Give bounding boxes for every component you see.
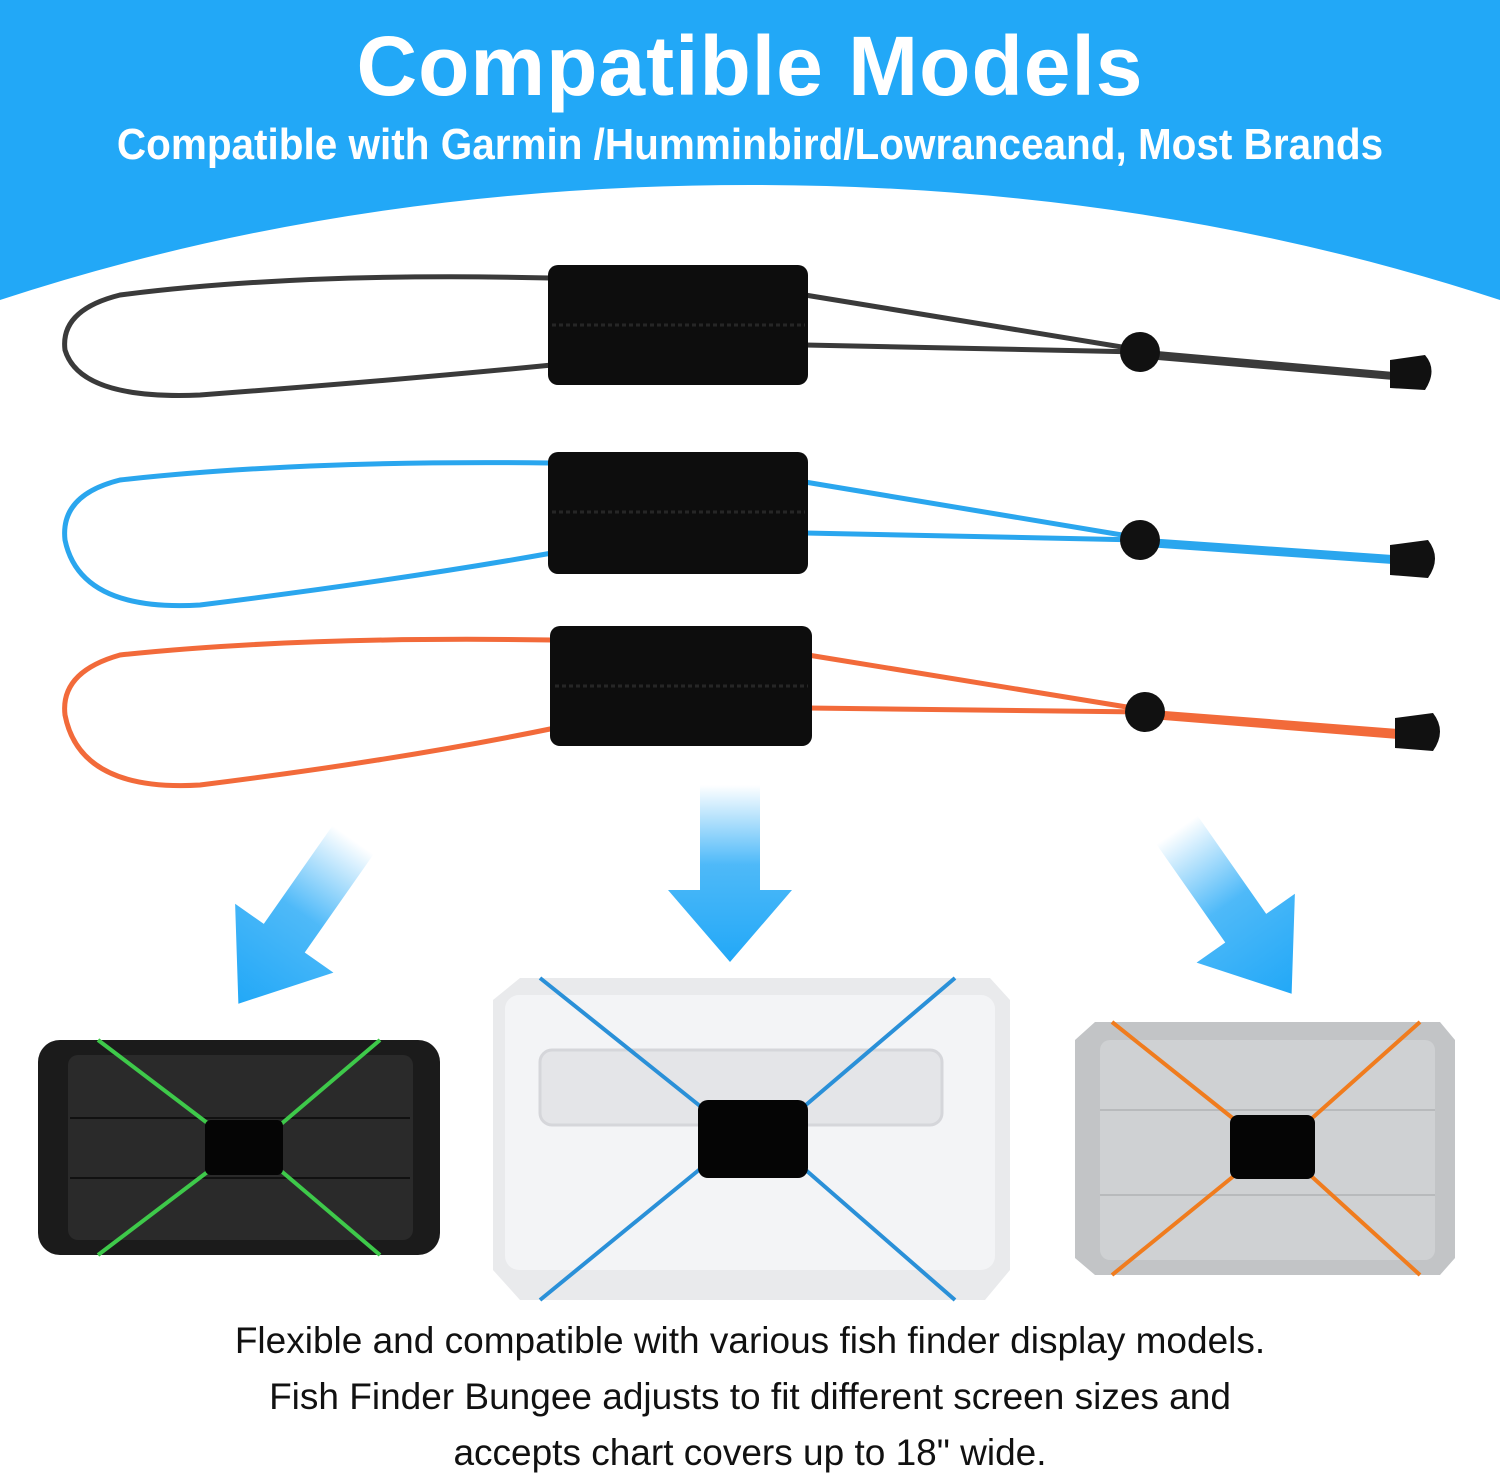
description-line-2: Fish Finder Bungee adjusts to fit differ… xyxy=(269,1376,1231,1417)
cord-end-icon xyxy=(1390,355,1432,390)
arrow-down-right-icon xyxy=(1156,815,1295,994)
cord-end-icon xyxy=(1395,713,1440,751)
bungee-blue xyxy=(62,452,1435,609)
cord-lock-icon xyxy=(1125,692,1165,732)
fishfinder-cover-black xyxy=(38,1038,440,1257)
header-banner xyxy=(0,0,1500,300)
bungee-black xyxy=(62,265,1432,398)
cord-lock-icon xyxy=(1120,332,1160,372)
page-subtitle: Compatible with Garmin /Humminbird/Lowra… xyxy=(116,120,1384,169)
arrow-down-left-icon xyxy=(235,825,374,1004)
description-line-3: accepts chart covers up to 18" wide. xyxy=(453,1432,1047,1473)
page-title: Compatible Models xyxy=(356,19,1144,113)
bungee-orange xyxy=(62,626,1440,789)
description-line-1: Flexible and compatible with various fis… xyxy=(234,1320,1266,1361)
cord-end-icon xyxy=(1390,540,1435,578)
cord-lock-icon xyxy=(1120,520,1160,560)
fishfinder-cover-white xyxy=(493,976,1010,1302)
arrow-down-icon xyxy=(668,785,792,962)
fishfinder-cover-grey xyxy=(1075,1020,1455,1277)
